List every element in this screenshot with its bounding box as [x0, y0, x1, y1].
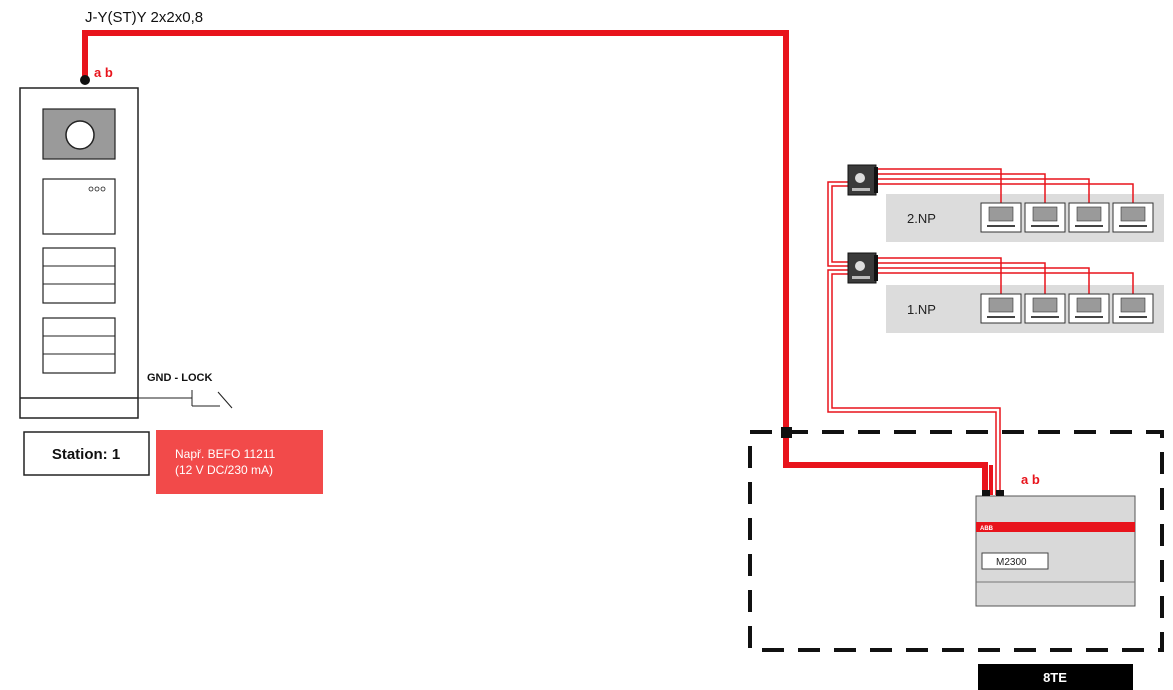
lock-note-line1: Např. BEFO 11211: [175, 447, 276, 461]
floor-wiring: [878, 168, 1154, 324]
din-width-box: [978, 664, 1133, 690]
button-module-2: [42, 317, 116, 374]
camera-module: [42, 108, 116, 160]
station-label: Station: 1: [52, 446, 120, 463]
controller-model: M2300: [996, 557, 1027, 568]
terminal-dot-station: [80, 75, 90, 85]
controller-model-box: [981, 552, 1049, 570]
enclosure-outline: [748, 430, 1164, 652]
indoor-monitor: [1068, 202, 1110, 233]
indoor-monitor: [980, 202, 1022, 233]
floor-distributor-2: [847, 164, 878, 196]
lock-note-line2: (12 V DC/230 mA): [175, 463, 273, 477]
terminal-label-top: a b: [94, 65, 113, 80]
indoor-monitor: [1112, 293, 1154, 324]
controller-module: [975, 490, 1136, 607]
lock-note-box: [156, 430, 323, 494]
speaker-module: [42, 178, 116, 235]
floor-1-label: 1.NP: [907, 302, 936, 317]
controller-brand: ABB: [980, 526, 994, 532]
floor-2-label: 2.NP: [907, 211, 936, 226]
station-label-box: [23, 431, 150, 476]
indoor-monitor: [1024, 293, 1066, 324]
lock-label: GND - LOCK: [147, 372, 212, 384]
outdoor-station: [19, 87, 139, 419]
cable-label: J-Y(ST)Y 2x2x0,8: [85, 9, 203, 26]
indoor-monitor: [1024, 202, 1066, 233]
indoor-monitor: [980, 293, 1022, 324]
indoor-monitor: [1068, 293, 1110, 324]
terminal-label-bottom: a b: [1021, 472, 1040, 487]
floor-distributor-1: [847, 252, 878, 284]
button-module-1: [42, 247, 116, 304]
distribution-wire: [827, 181, 1001, 420]
din-width-label: 8TE: [1043, 670, 1067, 685]
lock-wire: [138, 390, 233, 409]
indoor-monitor: [1112, 202, 1154, 233]
main-bus-wire: [82, 30, 1001, 495]
